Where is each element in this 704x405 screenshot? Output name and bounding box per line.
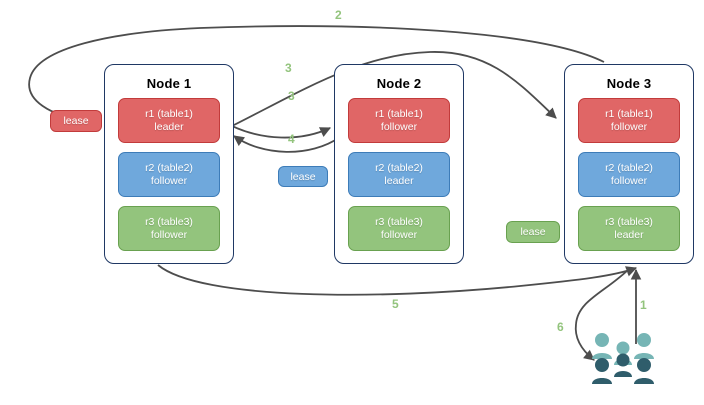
node-2-replica-r2-role: leader (384, 174, 414, 187)
node-1-replica-r2[interactable]: r2 (table2) follower (118, 152, 220, 197)
users-icon (592, 333, 654, 384)
lease-chip-r2[interactable]: lease (278, 166, 328, 187)
node-1-replica-r3[interactable]: r3 (table3) follower (118, 206, 220, 251)
arrow-step-4 (233, 135, 341, 153)
node-1-replicas: r1 (table1) leader r2 (table2) follower … (105, 98, 233, 251)
node-2-replica-r1[interactable]: r1 (table1) follower (348, 98, 450, 143)
node-3-replica-r3[interactable]: r3 (table3) leader (578, 206, 680, 251)
node-2-replica-r3-role: follower (380, 228, 418, 241)
node-3-title: Node 3 (606, 76, 652, 91)
step-label-6: 6 (557, 320, 564, 334)
node-3-replica-r2[interactable]: r2 (table2) follower (578, 152, 680, 197)
node-1-replica-r3-name: r3 (table3) (145, 215, 193, 228)
lease-chip-r1[interactable]: lease (50, 110, 102, 132)
node-1-title: Node 1 (146, 76, 192, 91)
node-1-replica-r3-role: follower (150, 228, 188, 241)
arrow-step-2 (28, 25, 605, 126)
step-label-2: 2 (335, 8, 342, 22)
node-3-replica-r3-name: r3 (table3) (605, 215, 653, 228)
node-3-card[interactable]: Node 3 r1 (table1) follower r2 (table2) … (564, 64, 694, 264)
node-3-replica-r1-name: r1 (table1) (605, 107, 653, 120)
node-3-replica-r2-role: follower (610, 174, 648, 187)
node-2-replica-r2[interactable]: r2 (table2) leader (348, 152, 450, 197)
node-2-replica-r1-role: follower (380, 120, 418, 133)
step-label-3a: 3 (285, 61, 292, 75)
arrow-step-3-upper (231, 51, 557, 127)
node-1-replica-r1-name: r1 (table1) (145, 107, 193, 120)
node-1-replica-r2-role: follower (150, 174, 188, 187)
node-3-replica-r3-role: leader (614, 228, 644, 241)
lease-chip-r3[interactable]: lease (506, 221, 560, 243)
node-1-replica-r1-role: leader (154, 120, 184, 133)
arrow-step-3-lower (231, 125, 331, 139)
node-2-replica-r3-name: r3 (table3) (375, 215, 423, 228)
node-1-replica-r1[interactable]: r1 (table1) leader (118, 98, 220, 143)
node-2-replica-r2-name: r2 (table2) (375, 161, 423, 174)
node-2-replica-r1-name: r1 (table1) (375, 107, 423, 120)
node-3-replicas: r1 (table1) follower r2 (table2) followe… (565, 98, 693, 251)
node-1-replica-r2-name: r2 (table2) (145, 161, 193, 174)
node-1-card[interactable]: Node 1 r1 (table1) leader r2 (table2) fo… (104, 64, 234, 264)
node-3-replica-r2-name: r2 (table2) (605, 161, 653, 174)
node-3-replica-r1-role: follower (610, 120, 648, 133)
node-2-replicas: r1 (table1) follower r2 (table2) leader … (335, 98, 463, 251)
step-label-1: 1 (640, 298, 647, 312)
node-2-card[interactable]: Node 2 r1 (table1) follower r2 (table2) … (334, 64, 464, 264)
node-2-title: Node 2 (376, 76, 422, 91)
step-label-3b: 3 (288, 89, 295, 103)
node-2-replica-r3[interactable]: r3 (table3) follower (348, 206, 450, 251)
node-3-replica-r1[interactable]: r1 (table1) follower (578, 98, 680, 143)
step-label-5: 5 (392, 297, 399, 311)
arrow-step-6 (574, 267, 631, 361)
arrow-step-5 (157, 264, 638, 296)
step-label-4: 4 (288, 132, 295, 146)
